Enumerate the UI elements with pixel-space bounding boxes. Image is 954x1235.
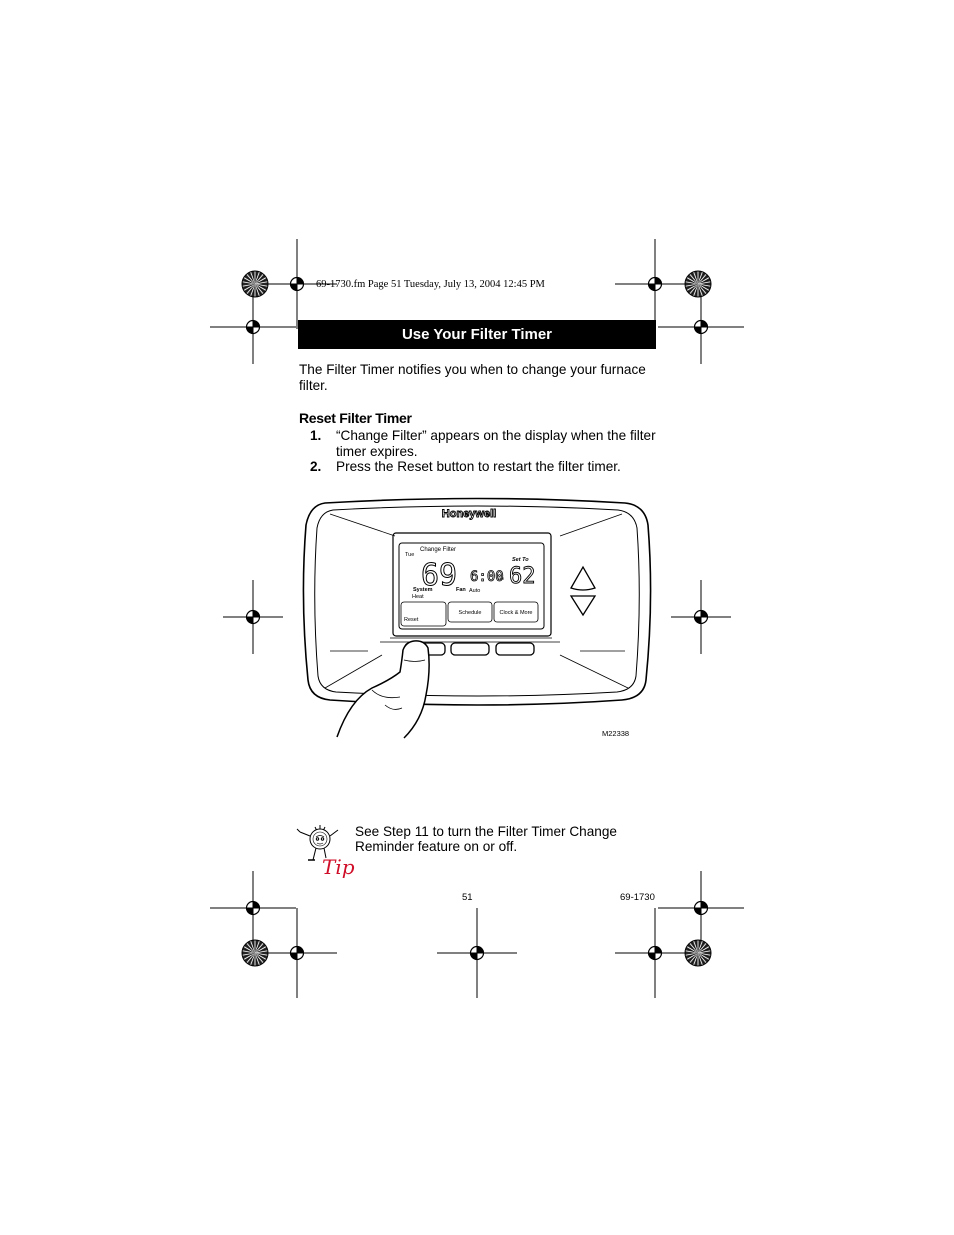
starburst-ray (254, 281, 268, 285)
tip-label: Tip (322, 855, 355, 879)
target-quadrant (477, 946, 484, 953)
step-number: 1. (310, 428, 322, 443)
subsection-title: Reset Filter Timer (299, 410, 412, 426)
target-quadrant (297, 946, 304, 953)
lcd-set-to: Set To (512, 557, 529, 563)
starburst-ray (697, 281, 711, 285)
target-quadrant (701, 610, 708, 617)
softkey-reset: Reset (404, 617, 419, 623)
lcd-system-label: System (413, 587, 433, 593)
lcd-day: Tue (405, 552, 414, 558)
target-quadrant (470, 953, 477, 960)
target-quadrant (648, 284, 655, 291)
tip-mascot-icon: Tip (296, 825, 355, 879)
starburst-ring (241, 270, 269, 298)
lcd-time: 6:00 (470, 569, 504, 585)
softkey-schedule: Schedule (459, 610, 482, 616)
target-quadrant (297, 277, 304, 284)
step-2: 2. Press the Reset button to restart the… (310, 459, 660, 475)
tip-text: See Step 11 to turn the Filter Timer Cha… (355, 824, 617, 854)
starburst-ring (241, 939, 269, 967)
step-text: Press the Reset button to restart the fi… (336, 459, 621, 474)
target-quadrant (655, 277, 662, 284)
target-quadrant (694, 908, 701, 915)
target-quadrant (246, 617, 253, 624)
page-number: 51 (462, 892, 473, 903)
step-text: “Change Filter” appears on the display w… (336, 428, 656, 459)
target-quadrant (648, 953, 655, 960)
target-quadrant (701, 320, 708, 327)
target-quadrant (655, 946, 662, 953)
brand-logo: Honeywell (442, 508, 496, 520)
section-title-bar: Use Your Filter Timer (298, 320, 656, 349)
step-1: 1. “Change Filter” appears on the displa… (310, 428, 660, 460)
starburst-ring (684, 939, 712, 967)
lcd-change-filter: Change Filter (420, 547, 456, 553)
section-title: Use Your Filter Timer (401, 326, 553, 343)
intro-paragraph: The Filter Timer notifies you when to ch… (299, 362, 646, 393)
target-quadrant (694, 327, 701, 334)
starburst-ray (697, 950, 711, 954)
target-quadrant (290, 953, 297, 960)
target-quadrant (701, 901, 708, 908)
target-quadrant (246, 908, 253, 915)
target-quadrant (246, 327, 253, 334)
step-number: 2. (310, 459, 322, 474)
target-quadrant (290, 284, 297, 291)
target-quadrant (694, 617, 701, 624)
lcd-fan-label: Fan (456, 587, 466, 593)
softkey-clock-more: Clock & More (499, 610, 532, 616)
starburst-ray (254, 950, 268, 954)
doc-number: 69-1730 (620, 892, 655, 903)
starburst-ring (684, 270, 712, 298)
lcd-ampm: PM (498, 576, 504, 581)
figure-code: M22338 (602, 729, 629, 738)
lcd-system-value: Heat (412, 594, 424, 600)
print-header-line: 69-1730.fm Page 51 Tuesday, July 13, 200… (316, 279, 545, 290)
target-quadrant (253, 901, 260, 908)
lcd-set-temp: 62 (509, 564, 536, 589)
target-quadrant (253, 610, 260, 617)
lcd-fan-value: Auto (469, 588, 480, 594)
lcd-room-temp: 69 (421, 558, 457, 593)
target-quadrant (253, 320, 260, 327)
